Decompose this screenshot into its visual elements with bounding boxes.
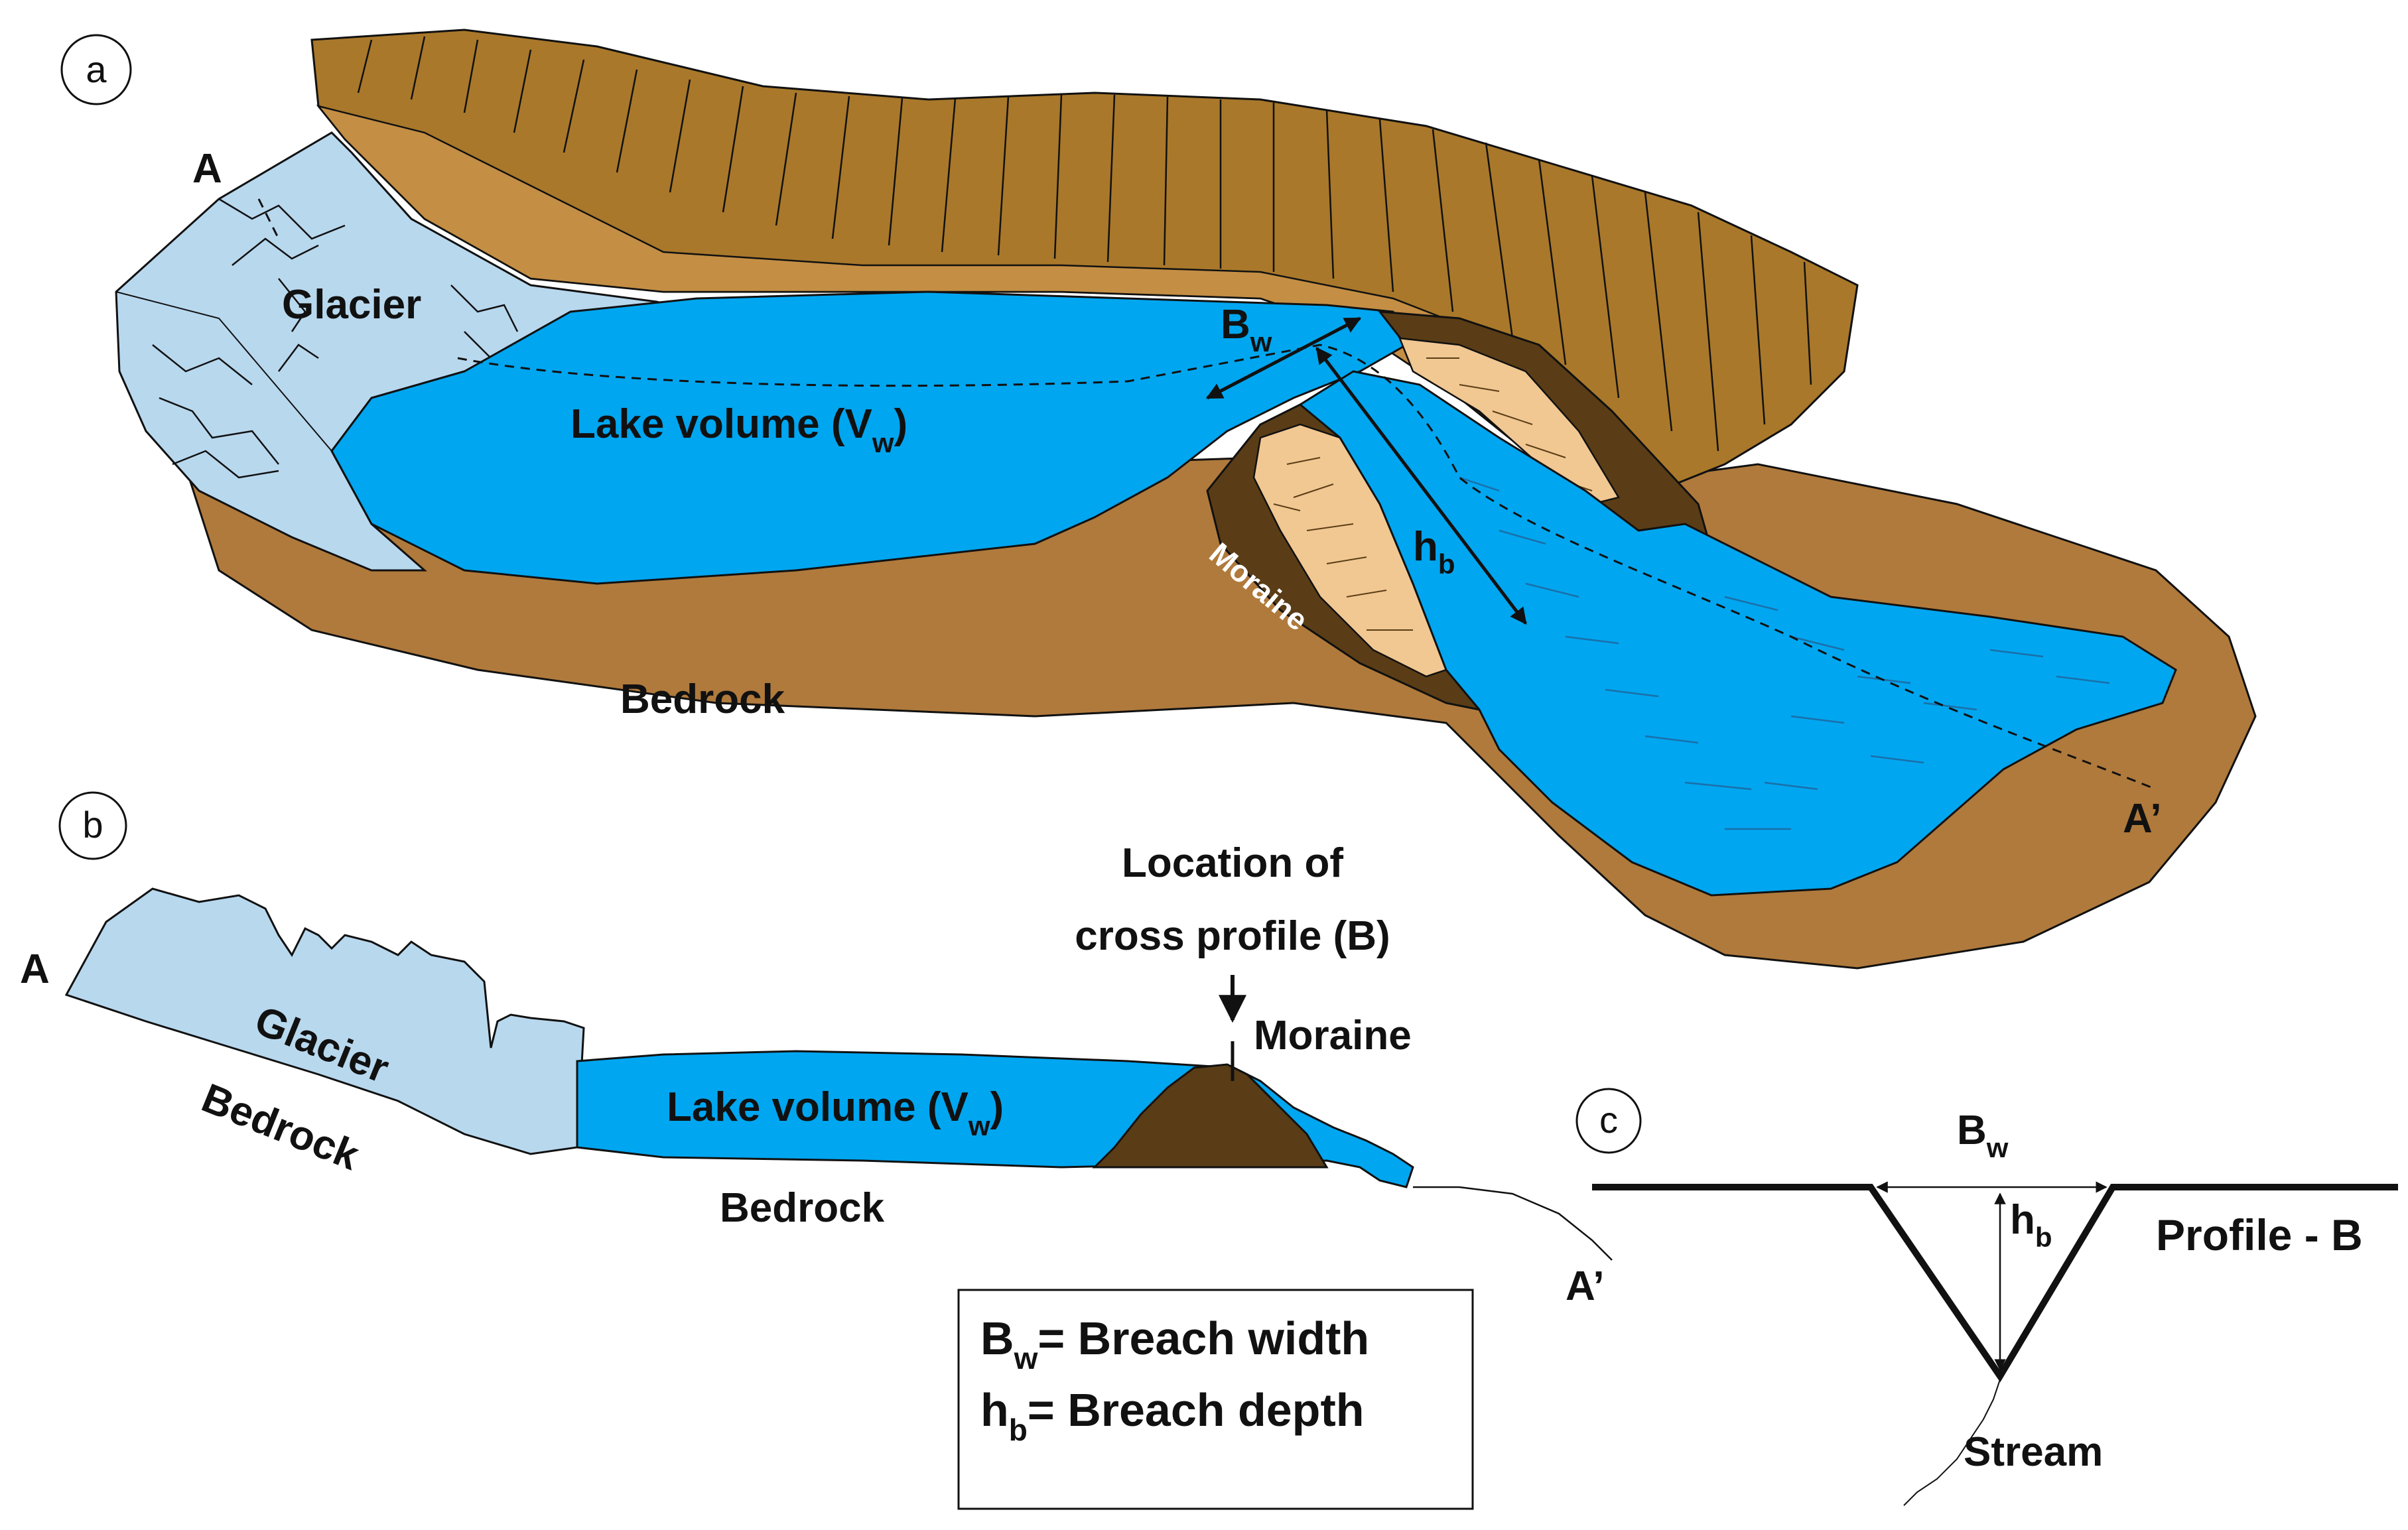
bw-arrow bbox=[1205, 316, 1362, 400]
panel-a: a bbox=[60, 29, 2257, 970]
glacier-profile bbox=[64, 887, 585, 1155]
bw-label: Bw bbox=[1221, 302, 1272, 357]
location-line2-label: cross profile (B) bbox=[1075, 913, 1390, 959]
lake-volume-label: Lake volume (Vw) bbox=[570, 401, 907, 458]
bedrock-profile-line bbox=[1413, 1186, 1613, 1261]
legend-hb: hb= Breach depth bbox=[980, 1384, 1365, 1447]
svg-text:c: c bbox=[1599, 1099, 1618, 1141]
svg-text:a: a bbox=[86, 48, 107, 90]
panel-b: b A A’ Location of cross profile (B) Mor… bbox=[20, 791, 1613, 1309]
point-a-prime-b-label: A’ bbox=[1566, 1263, 1605, 1309]
profile-hb-label: hb bbox=[2010, 1197, 2052, 1253]
panel-c-label: c bbox=[1575, 1088, 1642, 1154]
profile-b-line bbox=[1592, 1184, 2398, 1383]
point-a-prime-label: A’ bbox=[2123, 796, 2162, 842]
hb-label: hb bbox=[1413, 524, 1455, 580]
bedrock-label: Bedrock bbox=[620, 676, 785, 722]
panel-a-label: a bbox=[60, 34, 132, 105]
profile-b-title: Profile - B bbox=[2156, 1210, 2363, 1259]
point-a-label: A bbox=[192, 146, 222, 192]
panel-c: c Bw hb Profile - B Stream bbox=[1575, 1088, 2398, 1506]
legend-bw: Bw= Breach width bbox=[980, 1312, 1369, 1375]
location-line1-label: Location of bbox=[1122, 840, 1343, 886]
lake-volume-b-label: Lake volume (Vw) bbox=[667, 1084, 1004, 1141]
svg-text:b: b bbox=[82, 804, 103, 846]
stream-line bbox=[1903, 1379, 2001, 1506]
hb-arrow bbox=[1315, 347, 1527, 625]
panel-b-label: b bbox=[58, 791, 127, 860]
glacier-label: Glacier bbox=[282, 282, 421, 328]
profile-bw-label: Bw bbox=[1957, 1108, 2009, 1163]
legend-box: Bw= Breach width hb= Breach depth bbox=[957, 1289, 1474, 1510]
moraine-b-label: Moraine bbox=[1254, 1013, 1412, 1058]
section-line-a bbox=[257, 198, 2157, 791]
bedrock-left-label: Bedrock bbox=[196, 1075, 366, 1179]
stream-label: Stream bbox=[1964, 1429, 2103, 1475]
moraine-profile bbox=[1092, 1063, 1329, 1169]
bedrock-b-label: Bedrock bbox=[720, 1185, 885, 1231]
ridge-hatching bbox=[357, 36, 1812, 452]
point-a-b-label: A bbox=[20, 946, 50, 992]
